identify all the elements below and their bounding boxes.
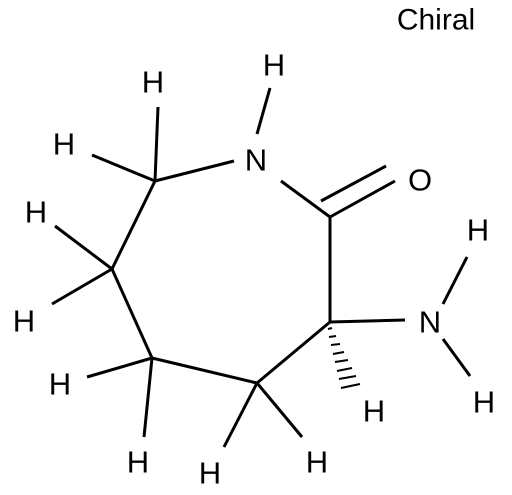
atom-h-c7-up: H <box>142 65 164 100</box>
atom-h-c4-downleft: H <box>199 456 221 491</box>
bond-c7-n1 <box>154 159 235 183</box>
atom-h-c3: H <box>363 394 385 429</box>
bond-c7-h-up <box>153 106 160 182</box>
bond-c4-h-downright <box>255 382 304 438</box>
atom-n-amino: N <box>419 305 441 340</box>
bond-n1-c2 <box>280 179 331 219</box>
atom-n1: N <box>245 143 267 178</box>
bond-n-amino-h-bottom <box>441 338 472 377</box>
atom-h-c5-left: H <box>49 367 71 402</box>
bond-c3-c4 <box>256 320 331 385</box>
bond-c6-c7 <box>110 180 157 270</box>
atom-h-amino-bottom: H <box>473 385 495 420</box>
atom-h-c7-left: H <box>53 127 75 162</box>
stereo-hash-bond <box>327 327 361 389</box>
bond-c4-c5 <box>151 356 258 385</box>
atom-h-c6-left: H <box>13 304 35 339</box>
atom-h-n1: H <box>263 48 285 83</box>
bond-c5-h-down <box>142 357 154 438</box>
atom-h-c6-upleft: H <box>25 195 47 230</box>
atom-h-c5-down: H <box>127 445 149 480</box>
bond-c3-n-amino <box>329 318 406 324</box>
bond-c6-h-upleft <box>54 224 113 271</box>
atom-h-c4-downright: H <box>306 445 328 480</box>
bond-c5-c6 <box>110 268 154 359</box>
bond-n-amino-h-top <box>441 256 469 305</box>
bond-c2-o-inner <box>320 164 387 203</box>
bond-c6-h-left <box>51 267 113 306</box>
atom-o: O <box>408 163 432 198</box>
atom-h-amino-top: H <box>467 213 489 248</box>
bond-c5-h-left <box>86 356 153 379</box>
chiral-flag: Chiral <box>397 4 475 37</box>
bond-n1-h <box>255 87 272 135</box>
bond-c2-o-outer <box>329 179 396 219</box>
bond-c4-h-downleft <box>222 382 259 448</box>
bond-c7-h-left <box>91 153 156 183</box>
